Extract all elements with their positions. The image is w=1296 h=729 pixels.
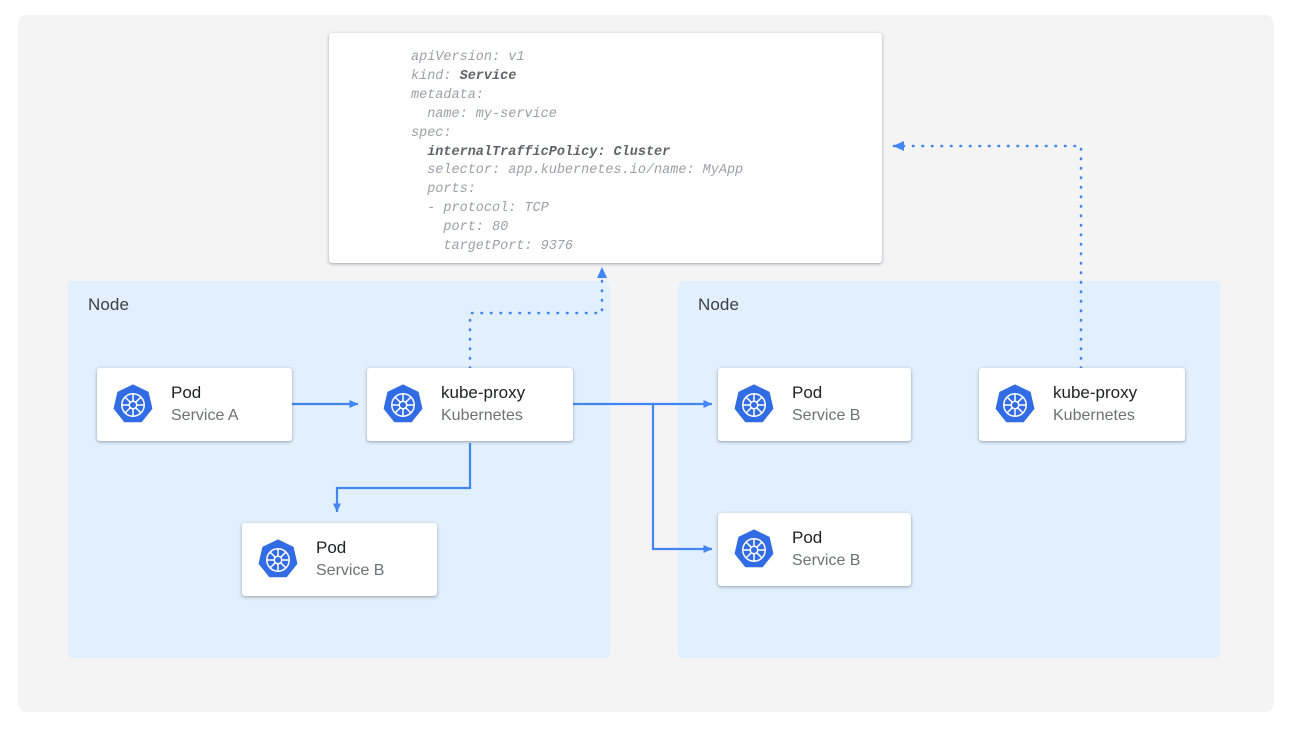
- card-text: Pod Service B: [792, 383, 860, 425]
- node-label-left: Node: [88, 295, 130, 314]
- card-kube-proxy-left[interactable]: kube-proxy Kubernetes: [367, 368, 573, 441]
- kubernetes-icon: [383, 383, 423, 422]
- card-subtitle: Kubernetes: [441, 407, 523, 425]
- service-manifest-panel: apiVersion: v1 kind: Service metadata: n…: [329, 33, 882, 263]
- card-subtitle: Service B: [792, 407, 861, 425]
- card-kube-proxy-right[interactable]: kube-proxy Kubernetes: [979, 368, 1185, 441]
- node-group-right: Node: [678, 281, 1220, 658]
- kubernetes-icon: [734, 528, 774, 567]
- card-title: Pod: [316, 538, 347, 558]
- kubernetes-icon: [734, 383, 774, 422]
- card-pod-service-b-local[interactable]: Pod Service B: [242, 523, 437, 596]
- card-pod-service-b-remote-top[interactable]: Pod Service B: [718, 368, 911, 441]
- node-group-left: Node: [68, 281, 610, 658]
- card-text: kube-proxy Kubernetes: [441, 383, 525, 425]
- card-title: Pod: [171, 383, 202, 403]
- card-title: Pod: [792, 383, 823, 403]
- card-subtitle: Service B: [316, 562, 385, 580]
- card-title: kube-proxy: [1053, 383, 1138, 403]
- card-title: Pod: [792, 528, 823, 548]
- card-subtitle: Service B: [792, 552, 861, 570]
- kubernetes-icon: [995, 383, 1035, 422]
- card-subtitle: Service A: [171, 407, 239, 425]
- card-pod-service-b-remote-bottom[interactable]: Pod Service B: [718, 513, 911, 586]
- card-text: Pod Service B: [316, 538, 384, 580]
- kubernetes-icon: [258, 538, 298, 577]
- card-text: Pod Service B: [792, 528, 860, 570]
- card-title: kube-proxy: [441, 383, 526, 403]
- node-label-right: Node: [698, 295, 740, 314]
- card-pod-service-a[interactable]: Pod Service A: [97, 368, 292, 441]
- service-manifest-code: apiVersion: v1 kind: Service metadata: n…: [411, 50, 744, 255]
- card-text: Pod Service A: [171, 383, 239, 425]
- card-subtitle: Kubernetes: [1053, 407, 1135, 425]
- kubernetes-icon: [113, 383, 153, 422]
- card-text: kube-proxy Kubernetes: [1053, 383, 1137, 425]
